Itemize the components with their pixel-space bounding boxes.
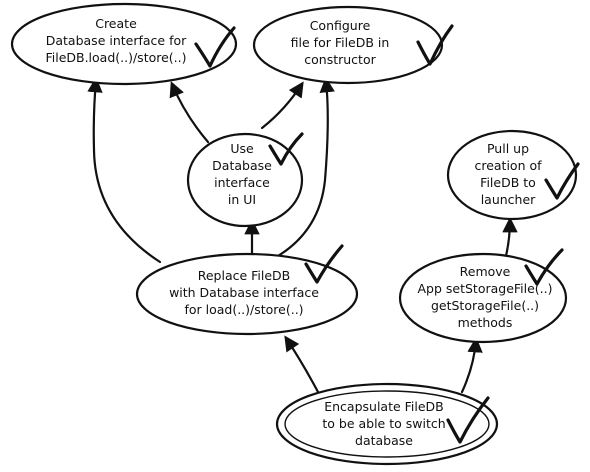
node-encapsulate-filedb: Encapsulate FileDB to be able to switch …	[275, 382, 499, 466]
node-encapsulate-line-3: database	[355, 433, 413, 448]
check-icon	[194, 26, 236, 68]
node-remove-methods: Remove App setStorageFile(..) getStorage…	[398, 248, 568, 344]
check-icon	[524, 248, 564, 286]
node-pullup-line-3: FileDB to	[480, 175, 536, 190]
node-use-line-3: interface	[214, 175, 270, 190]
node-use-db-interface: Use Database interface in UI	[186, 132, 304, 228]
node-configure-file: Configure file for FileDB in constructor	[252, 5, 454, 85]
node-use-line-1: Use	[230, 141, 254, 156]
node-pullup-line-2: creation of	[474, 158, 542, 173]
check-icon	[544, 162, 580, 200]
node-use-line-4: in UI	[228, 192, 256, 207]
node-remove-line-3: getStorageFile(..)	[431, 298, 539, 313]
node-replace-filedb: Replace FileDB with Database interface f…	[135, 244, 359, 336]
edge-use-to-create	[169, 81, 210, 144]
node-use-line-2: Database	[212, 158, 272, 173]
edge-remove-to-pullup	[502, 216, 518, 258]
node-configure-line-2: file for FileDB in	[291, 35, 390, 50]
node-remove-line-4: methods	[458, 315, 513, 330]
node-create-line-1: Create	[95, 16, 137, 31]
edge-encapsulate-to-replace	[284, 335, 320, 394]
node-pullup-line-1: Pull up	[487, 141, 529, 156]
node-create-line-3: FileDB.load(..)/store(..)	[45, 50, 186, 65]
node-replace-line-3: for load(..)/store(..)	[184, 302, 303, 317]
edges	[87, 76, 518, 394]
node-replace-line-2: with Database interface	[169, 285, 319, 300]
node-remove-line-2: App setStorageFile(..)	[417, 281, 552, 296]
node-replace-line-1: Replace FileDB	[198, 268, 291, 283]
node-pullup-line-4: launcher	[481, 192, 536, 207]
edge-replace-to-create	[87, 76, 162, 264]
check-icon	[268, 132, 304, 166]
node-encapsulate-line-2: to be able to switch	[322, 416, 445, 431]
node-pull-up-creation: Pull up creation of FileDB to launcher	[446, 129, 580, 221]
edge-use-to-configure	[260, 81, 304, 130]
edge-replace-to-configure	[276, 76, 335, 258]
node-create-db-interface: Create Database interface for FileDB.loa…	[10, 2, 238, 86]
node-remove-line-1: Remove	[460, 264, 511, 279]
check-icon	[304, 244, 344, 284]
check-icon	[416, 24, 454, 66]
node-configure-line-3: constructor	[304, 52, 376, 67]
node-create-line-2: Database interface for	[46, 33, 187, 48]
node-encapsulate-line-1: Encapsulate FileDB	[324, 399, 444, 414]
check-icon	[446, 396, 490, 444]
node-configure-line-1: Configure	[310, 18, 371, 33]
edge-encapsulate-to-remove	[460, 336, 483, 394]
